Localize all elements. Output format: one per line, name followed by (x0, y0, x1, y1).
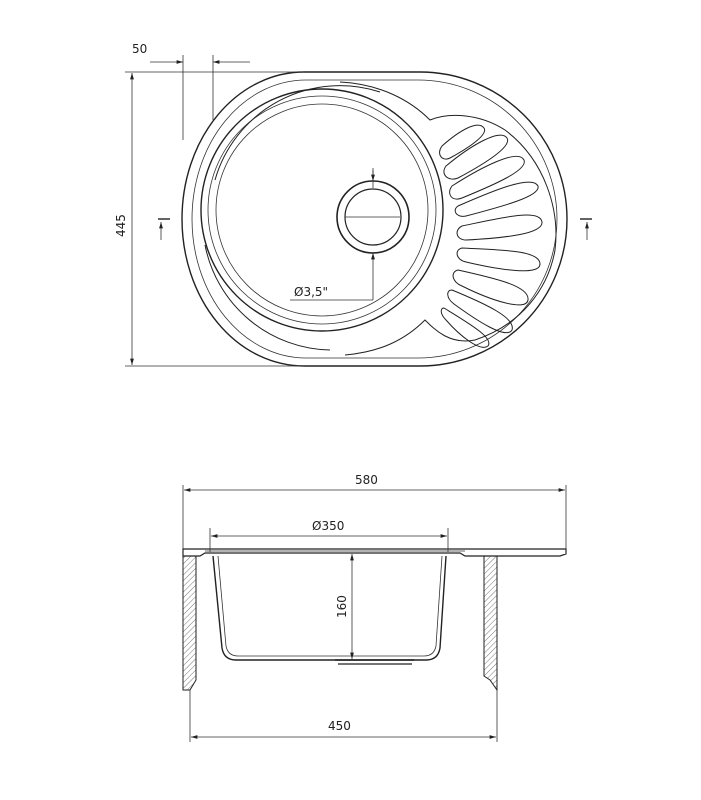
bowl-mid-circle (207, 95, 437, 325)
bowl-outer-circle (200, 88, 444, 332)
section-top-plate (182, 548, 567, 557)
section-marker-right (580, 218, 592, 240)
dim-50-label: 50 (132, 42, 147, 56)
bowl-rim-arc (214, 85, 381, 181)
bowl-inner-circle (215, 103, 429, 317)
countertop-right-hatch (483, 555, 498, 692)
drain-diameter-label: Ø3,5" (294, 285, 328, 299)
section-view: 580 Ø350 160 450 (182, 473, 567, 742)
dim-160-label: 160 (335, 595, 349, 618)
section-bowl-outer (212, 555, 447, 661)
top-view: Ø3,5" 50 445 (114, 42, 592, 367)
section-marker-left (158, 218, 170, 240)
dim-350-label: Ø350 (312, 519, 344, 533)
section-bowl-inner (217, 555, 443, 657)
drainboard-outline (339, 81, 557, 356)
bowl-rim-arc-left (204, 244, 331, 351)
countertop-left-hatch (182, 555, 197, 691)
sink-inner-rim (191, 79, 558, 359)
dim-445-label: 445 (114, 214, 128, 237)
drainboard-ribs (439, 124, 543, 348)
dim-580-label: 580 (355, 473, 378, 487)
sink-outer-rim (181, 71, 568, 367)
dim-450-label: 450 (328, 719, 351, 733)
